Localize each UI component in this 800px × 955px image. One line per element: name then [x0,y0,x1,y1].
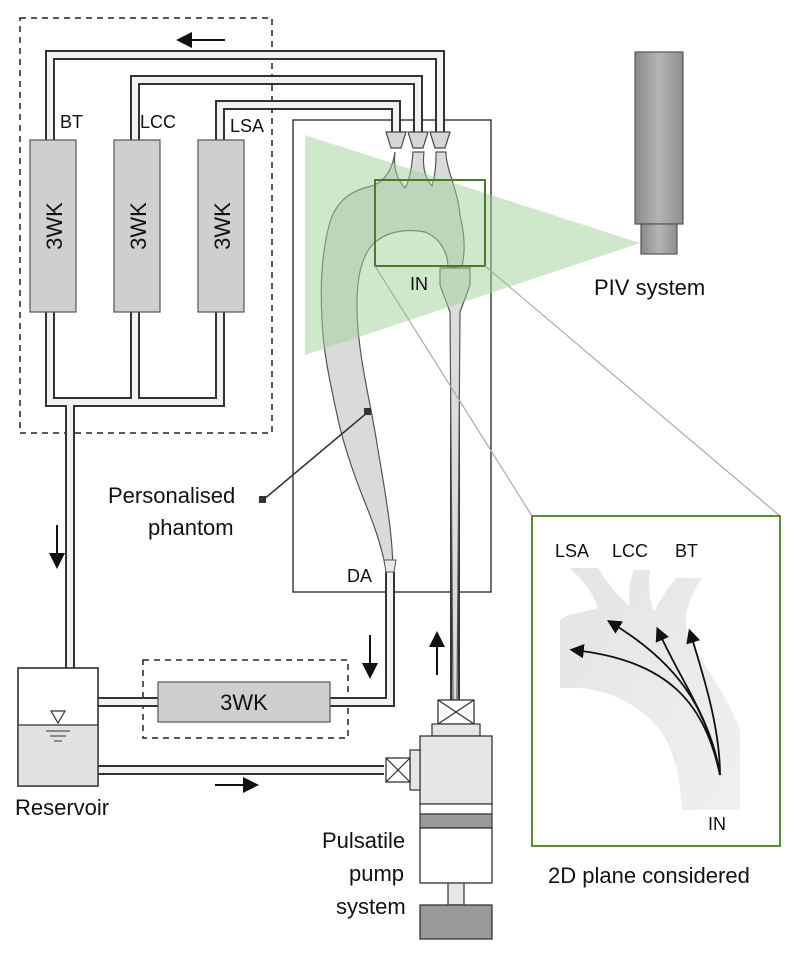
roi-box [374,179,486,267]
reservoir [17,667,99,787]
inset-caption: 2D plane considered [548,863,750,888]
inset-panel [531,515,781,847]
label-lsa: LSA [230,116,264,136]
pulsatile-pump [385,699,493,940]
phantom-label-line1: Personalised [108,483,235,508]
label-bt: BT [60,112,83,132]
windkessel-lsa-model: 3WK [210,202,235,250]
inset-label-inlet: IN [708,814,726,834]
inset-label-bt: BT [675,541,698,561]
inlet-tube [439,267,471,701]
windkessel-group-box [19,17,273,434]
pump-label-line1: Pulsatile [322,828,405,853]
phantom-label-line2: phantom [148,515,234,540]
da-label: DA [347,566,372,586]
zoom-line-right [484,265,781,517]
branch-connectors [385,131,451,149]
windkessel-outlet-model: 3WK [220,690,268,715]
laser-sheet [305,135,640,355]
windkessel-bt: 3WK [29,139,77,313]
pump-label-line2: pump [349,861,404,886]
windkessel-lsa: 3WK [197,139,245,313]
inset-label-lsa: LSA [555,541,589,561]
inlet-label: IN [410,274,428,294]
windkessel-lcc: 3WK [113,139,161,313]
label-lcc: LCC [140,112,176,132]
reservoir-label: Reservoir [15,795,109,820]
phantom-leader [262,411,369,501]
inset-aorta-shape [560,568,740,810]
phantom-leader-dot-start [259,496,266,503]
pump-label-line3: system [336,894,406,919]
windkessel-outlet: 3WK [157,681,331,723]
windkessel-lcc-model: 3WK [126,202,151,250]
piv-camera [634,51,684,255]
phantom-leader-dot-end [364,408,371,415]
da-connector [383,559,397,573]
inset-label-lcc: LCC [612,541,648,561]
piv-system-label: PIV system [594,275,705,300]
zoom-line-left [374,265,533,517]
windkessel-bt-model: 3WK [42,202,67,250]
